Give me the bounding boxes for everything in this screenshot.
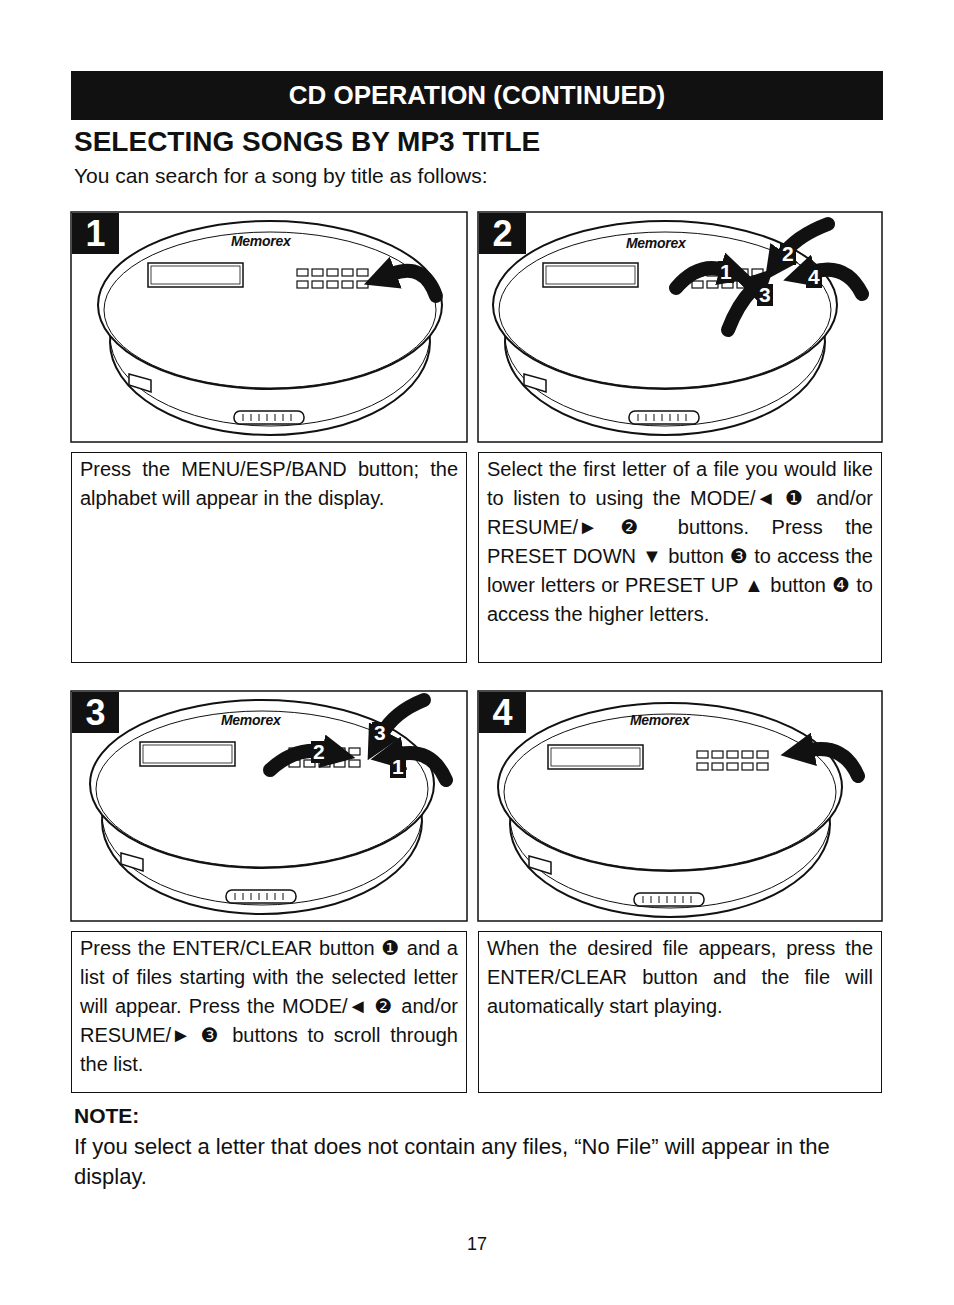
callout-number: 3 <box>372 722 388 744</box>
box-text: CD OPERATION (CONTINUED) <box>289 80 666 111</box>
cd-player <box>493 221 837 435</box>
box-text: 4 <box>492 692 512 734</box>
box-text: 2 <box>492 213 512 255</box>
panel-frames <box>71 212 882 921</box>
callout-number: 3 <box>757 284 773 306</box>
brand-logo: Memorex <box>626 235 685 251</box>
page-title: SELECTING SONGS BY MP3 TITLE <box>74 126 540 158</box>
brand-logo: Memorex <box>221 712 280 728</box>
callout-number: 1 <box>390 756 406 778</box>
step-number: 2 <box>479 213 526 254</box>
note-heading: NOTE: <box>74 1104 139 1128</box>
box-text: 3 <box>85 692 105 734</box>
callout-number: 2 <box>780 243 796 265</box>
instruction-box: Press the ENTER/CLEAR button ❶ and a lis… <box>71 931 467 1093</box>
header-band: CD OPERATION (CONTINUED) <box>71 71 883 120</box>
callout-number: 4 <box>806 266 822 288</box>
box-text: When the desired file appears, press the… <box>487 934 873 1021</box>
step-number: 3 <box>72 692 119 733</box>
cd-player <box>90 700 434 914</box>
box-text: Press the ENTER/CLEAR button ❶ and a lis… <box>80 934 458 1079</box>
note-text: If you select a letter that does not con… <box>74 1132 874 1192</box>
box-text: Press the MENU/ESP/BAND button; the alph… <box>80 455 458 513</box>
callout-number: 1 <box>718 261 734 283</box>
brand-logo: Memorex <box>231 233 290 249</box>
box-text: 1 <box>85 213 105 255</box>
cd-player <box>498 703 842 917</box>
page-number: 17 <box>457 1234 497 1255</box>
intro-text: You can search for a song by title as fo… <box>74 164 488 188</box>
callout-number: 2 <box>311 741 327 763</box>
box-text: Select the first letter of a file you wo… <box>487 455 873 629</box>
instruction-box: Select the first letter of a file you wo… <box>478 452 882 663</box>
brand-logo: Memorex <box>630 712 689 728</box>
cd-player <box>98 221 442 435</box>
instruction-box: Press the MENU/ESP/BAND button; the alph… <box>71 452 467 663</box>
step-number: 1 <box>72 213 119 254</box>
instruction-box: When the desired file appears, press the… <box>478 931 882 1093</box>
step-number: 4 <box>479 692 526 733</box>
